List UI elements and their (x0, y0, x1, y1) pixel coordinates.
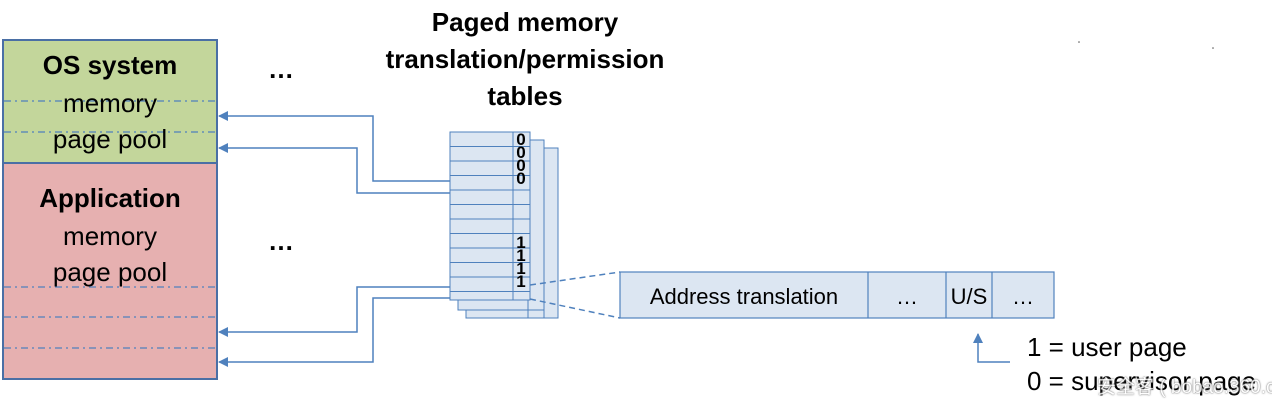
entry-detail-box (619, 271, 1055, 319)
page-table-front (449, 131, 531, 301)
legend-user-page: 1 = user page (1027, 332, 1187, 362)
app-block-line-1: memory (63, 221, 157, 251)
us-bit-value: 1 (516, 233, 526, 252)
zoom-dashed-lines (529, 271, 621, 319)
ellipsis-top: … (268, 54, 294, 84)
diagram-title: Paged memory translation/permission tabl… (372, 4, 678, 115)
mapping-arrows (218, 111, 450, 367)
app-block-line-2: page pool (52, 257, 168, 287)
us-bit-value: 1 (516, 272, 526, 291)
os-block-line-1: memory (63, 88, 157, 118)
us-bit-value: 0 (516, 169, 526, 188)
us-bit-value: 0 (516, 143, 526, 162)
us-bit-value: 0 (516, 130, 526, 149)
title-line-1: Paged memory (431, 7, 619, 37)
field-ellipsis-2: … (1012, 284, 1034, 309)
app-memory-block (2, 162, 218, 380)
field-ellipsis-1: … (896, 284, 918, 309)
us-bit-value: 0 (516, 156, 526, 175)
os-block-line-2: page pool (52, 124, 168, 154)
page-table-rows (450, 146, 530, 292)
app-block-title: Application (39, 183, 181, 213)
field-us-bit: U/S (950, 284, 988, 309)
ellipsis-mid: … (268, 226, 294, 256)
legend-supervisor-page: 0 = supervisor page (1027, 366, 1257, 396)
page-divider-lines (4, 100, 216, 349)
title-line-3: tables (487, 81, 563, 111)
watermark: 安全客 ( bobao.360.cn ) (1097, 377, 1272, 398)
field-address-translation: Address translation (649, 284, 839, 309)
title-line-2: translation/permission (385, 44, 665, 74)
us-bit-value: 1 (516, 259, 526, 278)
os-block-title: OS system (42, 50, 178, 80)
us-bit-value: 1 (516, 246, 526, 265)
us-legend-arrow (973, 333, 1010, 363)
